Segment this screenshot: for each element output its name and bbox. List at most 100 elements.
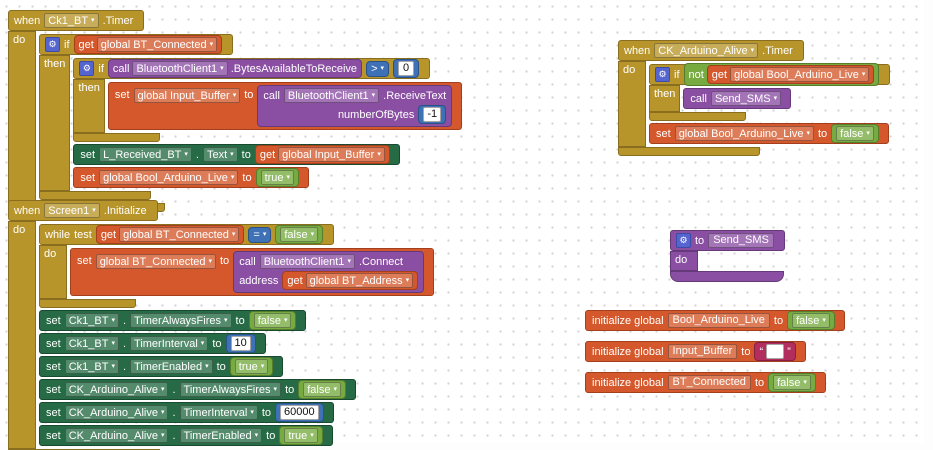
logic-value-block[interactable]: true▾ — [279, 426, 323, 445]
component-dropdown[interactable]: L_Received_BT▾ — [99, 147, 192, 162]
logic-value-block[interactable]: false▾ — [768, 373, 816, 392]
number-block[interactable]: 0 — [393, 59, 420, 78]
set-component-property-block[interactable]: set CK_Arduino_Alive▾ . TimerInterval▾ t… — [39, 402, 334, 423]
property-dropdown[interactable]: TimerInterval▾ — [179, 405, 258, 420]
variable-dropdown[interactable]: global Bool_Arduino_Live▾ — [99, 170, 239, 185]
variable-dropdown[interactable]: global Bool_Arduino_Live▾ — [674, 126, 814, 141]
comparison-operator-block[interactable]: >▾ — [366, 60, 390, 77]
logic-dropdown[interactable]: false▾ — [836, 126, 874, 141]
mutator-gear-icon[interactable]: ⚙ — [79, 61, 95, 76]
property-dropdown[interactable]: TimerInterval▾ — [130, 336, 209, 351]
set-component-property-block[interactable]: set CK_Arduino_Alive▾ . TimerEnabled▾ to… — [39, 425, 333, 446]
logic-value-block[interactable]: false▾ — [298, 380, 347, 399]
variable-dropdown[interactable]: global Input_Buffer▾ — [133, 88, 241, 103]
logic-dropdown[interactable]: true▾ — [284, 428, 318, 443]
comparison-operator-block[interactable]: =▾ — [248, 226, 272, 243]
when-ck-arduino-alive-timer-block[interactable]: when CK_Arduino_Alive▾ .Timer do ⚙ if no… — [618, 40, 891, 156]
set-component-property-block[interactable]: set Ck1_BT▾ . TimerAlwaysFires▾ to false… — [39, 310, 307, 331]
component-dropdown[interactable]: Ck1_BT▾ — [44, 13, 99, 28]
component-dropdown[interactable]: Ck1_BT▾ — [64, 359, 119, 374]
variable-dropdown[interactable]: global BT_Connected▾ — [119, 227, 240, 242]
logic-dropdown[interactable]: true▾ — [260, 170, 295, 185]
logic-value-block[interactable]: false▾ — [275, 225, 324, 244]
procedure-dropdown[interactable]: Send_SMS▾ — [710, 91, 782, 106]
mutator-gear-icon[interactable]: ⚙ — [45, 37, 60, 52]
set-component-property-block[interactable]: set L_Received_BT▾ . Text▾ to get global… — [73, 144, 400, 165]
number-field[interactable]: 0 — [398, 61, 415, 76]
set-variable-block[interactable]: set global Bool_Arduino_Live▾ to true▾ — [73, 167, 310, 188]
component-dropdown[interactable]: Ck1_BT▾ — [64, 313, 119, 328]
procedure-definition-block[interactable]: ⚙ to Send_SMS do — [670, 230, 785, 282]
component-dropdown[interactable]: Screen1▾ — [44, 203, 100, 218]
component-dropdown[interactable]: BluetoothClient1▾ — [259, 254, 355, 269]
logic-dropdown[interactable]: false▾ — [303, 382, 342, 397]
property-dropdown[interactable]: TimerAlwaysFires▾ — [179, 382, 282, 397]
component-dropdown[interactable]: BluetoothClient1▾ — [283, 88, 380, 103]
variable-dropdown[interactable]: global Input_Buffer▾ — [278, 147, 385, 162]
while-block[interactable]: while test get global BT_Connected▾ =▾ f… — [39, 224, 435, 308]
get-variable-block[interactable]: get global BT_Connected▾ — [95, 225, 245, 244]
component-dropdown[interactable]: CK_Arduino_Alive▾ — [64, 382, 169, 397]
property-dropdown[interactable]: TimerAlwaysFires▾ — [130, 313, 232, 328]
component-dropdown[interactable]: Ck1_BT▾ — [64, 336, 119, 351]
logic-value-block[interactable]: false▾ — [831, 124, 879, 143]
component-dropdown[interactable]: CK_Arduino_Alive▾ — [64, 428, 169, 443]
variable-name-field[interactable]: Bool_Arduino_Live — [667, 313, 770, 328]
set-variable-block[interactable]: set global Input_Buffer▾ to call Bluetoo… — [107, 82, 463, 130]
variable-dropdown[interactable]: global Bool_Arduino_Live▾ — [730, 67, 870, 82]
logic-dropdown[interactable]: false▾ — [253, 313, 292, 328]
component-dropdown[interactable]: CK_Arduino_Alive▾ — [64, 405, 169, 420]
variable-dropdown[interactable]: global BT_Connected▾ — [95, 254, 216, 269]
text-string-block[interactable]: “ ” — [754, 342, 796, 361]
number-field[interactable]: 60000 — [280, 405, 319, 420]
empty-statement-socket[interactable] — [698, 251, 773, 271]
set-variable-block[interactable]: set global BT_Connected▾ to call Bluetoo… — [70, 248, 435, 296]
mutator-gear-icon[interactable]: ⚙ — [676, 233, 691, 248]
if-block[interactable]: ⚙ if call BluetoothClient1▾ .BytesAvaila… — [73, 58, 463, 142]
number-field[interactable]: -1 — [423, 107, 442, 122]
not-block[interactable]: not get global Bool_Arduino_Live▾ — [683, 63, 880, 86]
get-variable-block[interactable]: get global Bool_Arduino_Live▾ — [706, 65, 875, 84]
number-block[interactable]: 60000 — [275, 403, 324, 422]
variable-dropdown[interactable]: global BT_Address▾ — [305, 273, 414, 288]
initialize-global-block[interactable]: initialize global Input_Buffer to “ ” — [585, 341, 806, 362]
procedure-name-field[interactable]: Send_SMS — [708, 233, 774, 248]
number-field[interactable]: 10 — [230, 336, 251, 351]
set-component-property-block[interactable]: set CK_Arduino_Alive▾ . TimerAlwaysFires… — [39, 379, 357, 400]
if-block[interactable]: ⚙ if not get global Bool_Arduino_Live▾ t… — [649, 63, 891, 121]
variable-name-field[interactable]: Input_Buffer — [667, 344, 738, 359]
variable-name-field[interactable]: BT_Connected — [667, 375, 751, 390]
when-ck1-bt-timer-block[interactable]: when Ck1_BT▾ .Timer do ⚙ if get global B… — [8, 10, 463, 212]
number-block[interactable]: -1 — [418, 105, 447, 124]
property-dropdown[interactable]: Text▾ — [202, 147, 238, 162]
call-method-block[interactable]: call BluetoothClient1▾ .ReceiveText numb… — [257, 85, 453, 127]
component-dropdown[interactable]: BluetoothClient1▾ — [132, 61, 228, 76]
text-field[interactable] — [766, 344, 785, 359]
initialize-global-block[interactable]: initialize global Bool_Arduino_Live to f… — [585, 310, 845, 331]
logic-value-block[interactable]: false▾ — [248, 311, 297, 330]
get-variable-block[interactable]: get global BT_Connected▾ — [73, 35, 223, 54]
variable-dropdown[interactable]: global BT_Connected▾ — [96, 37, 218, 52]
property-dropdown[interactable]: TimerEnabled▾ — [130, 359, 213, 374]
component-dropdown[interactable]: CK_Arduino_Alive▾ — [654, 43, 759, 58]
initialize-global-block[interactable]: initialize global BT_Connected to false▾ — [585, 372, 826, 393]
call-method-block[interactable]: call BluetoothClient1▾ .Connect address … — [233, 251, 425, 293]
get-variable-block[interactable]: get global BT_Address▾ — [282, 271, 419, 290]
logic-dropdown[interactable]: false▾ — [792, 313, 830, 328]
logic-value-block[interactable]: true▾ — [229, 357, 274, 376]
logic-dropdown[interactable]: false▾ — [773, 375, 811, 390]
call-method-block[interactable]: call BluetoothClient1▾ .BytesAvailableTo… — [107, 59, 363, 78]
set-component-property-block[interactable]: set Ck1_BT▾ . TimerInterval▾ to 10 — [39, 333, 266, 354]
logic-value-block[interactable]: false▾ — [787, 311, 835, 330]
set-variable-block[interactable]: set global Bool_Arduino_Live▾ to false▾ — [649, 123, 889, 144]
logic-dropdown[interactable]: false▾ — [280, 227, 319, 242]
call-procedure-block[interactable]: call Send_SMS▾ — [683, 88, 792, 109]
if-block[interactable]: ⚙ if get global BT_Connected▾ then ⚙ — [39, 34, 463, 200]
logic-value-block[interactable]: true▾ — [255, 168, 300, 187]
logic-dropdown[interactable]: true▾ — [234, 359, 269, 374]
number-block[interactable]: 10 — [225, 334, 256, 353]
mutator-gear-icon[interactable]: ⚙ — [655, 67, 670, 82]
set-component-property-block[interactable]: set Ck1_BT▾ . TimerEnabled▾ to true▾ — [39, 356, 284, 377]
property-dropdown[interactable]: TimerEnabled▾ — [179, 428, 263, 443]
